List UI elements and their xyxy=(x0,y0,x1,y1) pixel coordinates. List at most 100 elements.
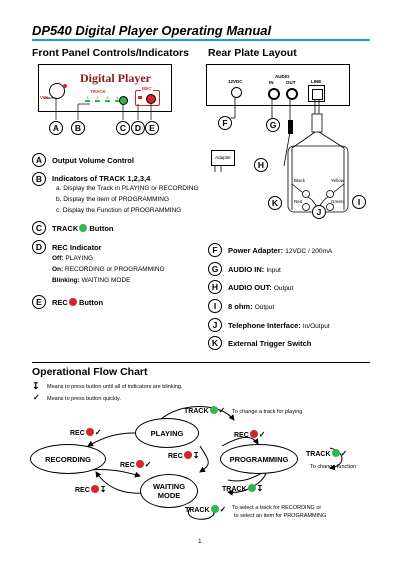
legend-b-circle: B xyxy=(32,172,46,186)
green-button-icon xyxy=(331,449,340,457)
power-led xyxy=(63,84,67,88)
note-select-1: To select a track for RECORDING or xyxy=(232,505,322,511)
legend-k-circle: K xyxy=(208,336,222,350)
long-press-icon: ↧ xyxy=(192,451,200,460)
track-button[interactable] xyxy=(119,96,128,105)
line-port[interactable] xyxy=(308,85,325,102)
quick-press-icon: ✓ xyxy=(340,449,348,458)
rec-button[interactable] xyxy=(146,94,156,104)
legend-quick-press: Means to press button quickly. xyxy=(47,396,121,402)
callout-d: D xyxy=(131,121,145,135)
audio-out-jack[interactable] xyxy=(286,88,298,100)
quick-press-icon: ✓ xyxy=(258,430,266,439)
front-panel-heading: Front Panel Controls/Indicators xyxy=(32,47,189,59)
legend-g-circle: G xyxy=(208,262,222,276)
wire-green-label: Green xyxy=(331,199,344,204)
track-indicator-3: 3 xyxy=(105,95,110,102)
note-change-function: To change function xyxy=(310,464,357,470)
legend-d-circle: D xyxy=(32,240,46,254)
legend-j-label: Telephone Interface: In/Output xyxy=(228,321,330,330)
wire-red-label: Red xyxy=(294,199,303,204)
legend-e-text: REC xyxy=(52,298,68,307)
red-button-icon xyxy=(249,430,258,438)
page-number: 1 xyxy=(198,538,202,545)
legend-e-circle: E xyxy=(32,295,46,309)
legend-c-text: TRACK xyxy=(52,224,79,233)
state-waiting-mode: WAITING MODE xyxy=(140,474,198,508)
legend-b-sub-c: c. Display the Function of PROGRAMMING xyxy=(56,207,182,214)
legend-d-off: Off: PLAYING xyxy=(52,255,94,262)
note-select-2: to select an item for PROGRAMMING xyxy=(234,513,327,519)
legend-i-label: 8 ohm: Output xyxy=(228,302,275,311)
callout-j: J xyxy=(312,205,326,219)
legend-d-blinking: Blinking: WAITING MODE xyxy=(52,277,131,284)
callout-e: E xyxy=(145,121,159,135)
track-indicator-2: 2 xyxy=(95,95,100,102)
brand-logo: Digital Player xyxy=(80,71,151,85)
adapter-box: Adapter xyxy=(211,150,235,166)
legend-b-sub-a: a. Display the Track in PLAYING or RECOR… xyxy=(56,185,199,192)
track-label: TRACK xyxy=(90,89,106,94)
callout-a: A xyxy=(49,121,63,135)
legend-k-label: External Trigger Switch xyxy=(228,339,312,348)
red-button-icon xyxy=(135,460,144,468)
flow-rec-quick-center: REC✓ xyxy=(120,460,152,469)
rec-label: REC xyxy=(141,86,153,91)
legend-j-circle: J xyxy=(208,318,222,332)
legend-i-circle: I xyxy=(208,299,222,313)
volume-knob[interactable] xyxy=(49,83,65,99)
legend-f-circle: F xyxy=(208,243,222,257)
dc-jack[interactable] xyxy=(231,87,242,98)
legend-e-label: REC Button xyxy=(52,298,103,307)
state-playing: PLAYING xyxy=(135,418,199,448)
rear-plate-body xyxy=(206,64,350,106)
legend-g-label: AUDIO IN: Input xyxy=(228,265,281,274)
flow-track-long-right: TRACK↧ xyxy=(222,484,264,493)
legend-c-detail: Button xyxy=(89,224,114,233)
callout-i: I xyxy=(352,195,366,209)
audio-in-jack[interactable] xyxy=(268,88,280,100)
callout-k: K xyxy=(268,196,282,210)
wire-yellow-label: Yellow xyxy=(331,178,344,183)
red-button-icon xyxy=(85,428,94,436)
callout-h: H xyxy=(254,158,268,172)
vol-label: VOL xyxy=(40,95,50,100)
audio-label: AUDIO xyxy=(275,74,290,79)
track-indicator-1: 1 xyxy=(85,95,90,102)
state-programming: PROGRAMMING xyxy=(220,444,298,474)
title-rule xyxy=(32,39,370,41)
rec-led xyxy=(138,96,142,99)
legend-h-label: AUDIO OUT: Output xyxy=(228,283,294,292)
rear-plate-heading: Rear Plate Layout xyxy=(208,47,297,59)
track-indicators: 1 2 3 4 xyxy=(85,95,120,102)
quick-press-icon: ✓ xyxy=(33,393,40,402)
green-button-icon xyxy=(247,484,256,492)
legend-d-on: On: RECORDING or PROGRAMMING xyxy=(52,266,165,273)
quick-press-icon: ✓ xyxy=(94,428,102,437)
flow-rec-quick-right: REC✓ xyxy=(234,430,266,439)
audio-out-label: OUT xyxy=(286,80,296,85)
legend-h-circle: H xyxy=(208,280,222,294)
quick-press-icon: ✓ xyxy=(219,505,227,514)
line-label: LINE xyxy=(311,79,322,84)
flow-rec-long-center: REC↧ xyxy=(168,451,200,460)
callout-c: C xyxy=(116,121,130,135)
red-button-icon xyxy=(68,298,77,306)
wire-black-label: Black xyxy=(294,178,306,183)
long-press-icon: ↧ xyxy=(32,381,40,391)
track-indicator-4: 4 xyxy=(115,95,120,102)
flow-rule xyxy=(32,362,370,363)
state-recording: RECORDING xyxy=(30,444,106,474)
flow-rec-long-left: REC↧ xyxy=(75,485,107,494)
legend-f-label: Power Adapter: 12VDC / 200mA xyxy=(228,246,333,255)
legend-c-circle: C xyxy=(32,221,46,235)
red-button-icon xyxy=(90,485,99,493)
quick-press-icon: ✓ xyxy=(218,406,226,415)
rear-plate-diagram: 12VDC AUDIO IN OUT LINE xyxy=(204,62,370,222)
legend-e-detail: Button xyxy=(78,298,104,307)
long-press-icon: ↧ xyxy=(256,484,264,493)
rear-wiring xyxy=(214,97,349,213)
callout-b: B xyxy=(71,121,85,135)
flow-track-quick-right: TRACK✓ xyxy=(306,449,348,458)
legend-a-label: Output Volume Control xyxy=(52,156,134,165)
